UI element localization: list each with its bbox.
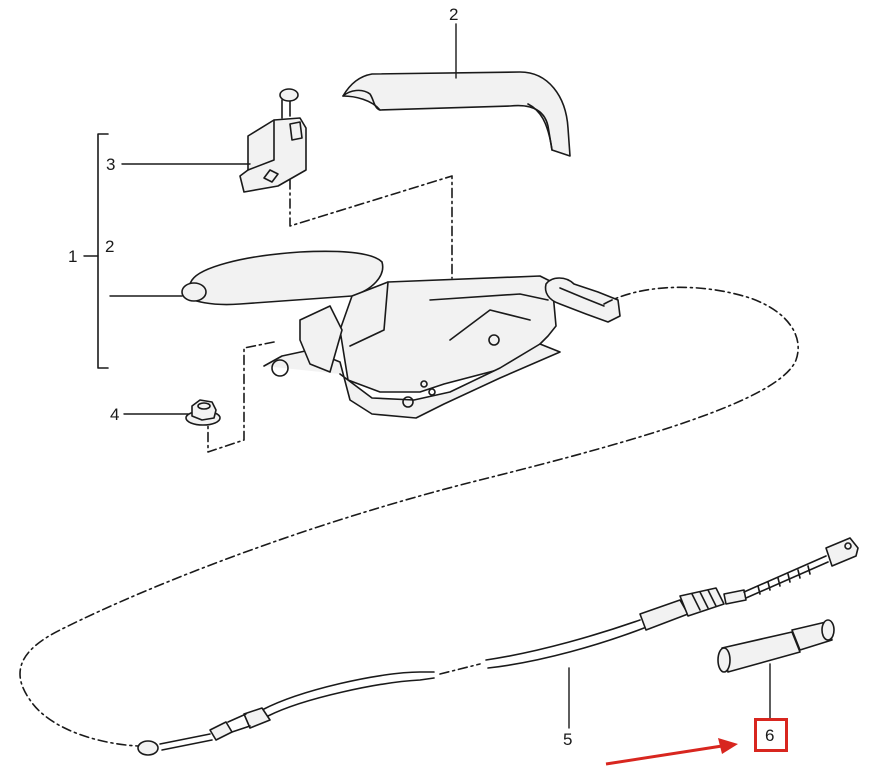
highlight-arrow (605, 738, 738, 766)
cable-sleeve (717, 619, 835, 673)
flange-nut (185, 399, 221, 426)
callout-2-lever-grip: 2 (105, 237, 115, 256)
callout-4-nut: 4 (110, 405, 120, 424)
callout-1-assembly: 1 (68, 247, 78, 266)
switch-bracket (239, 88, 307, 193)
phantom-lines (19, 175, 799, 747)
callout-2-grip-top: 2 (449, 5, 459, 24)
callout-3-switch-bracket: 3 (106, 155, 116, 174)
callout-5-cable: 5 (563, 730, 573, 749)
callout-6-sleeve: 6 (765, 726, 775, 745)
brake-cable (137, 537, 859, 756)
callout-6-highlight-box (754, 718, 788, 752)
handle-grip-cover (342, 71, 571, 157)
leader-lines (83, 23, 771, 729)
group-bracket (97, 133, 109, 369)
lever-assembly (181, 250, 621, 419)
